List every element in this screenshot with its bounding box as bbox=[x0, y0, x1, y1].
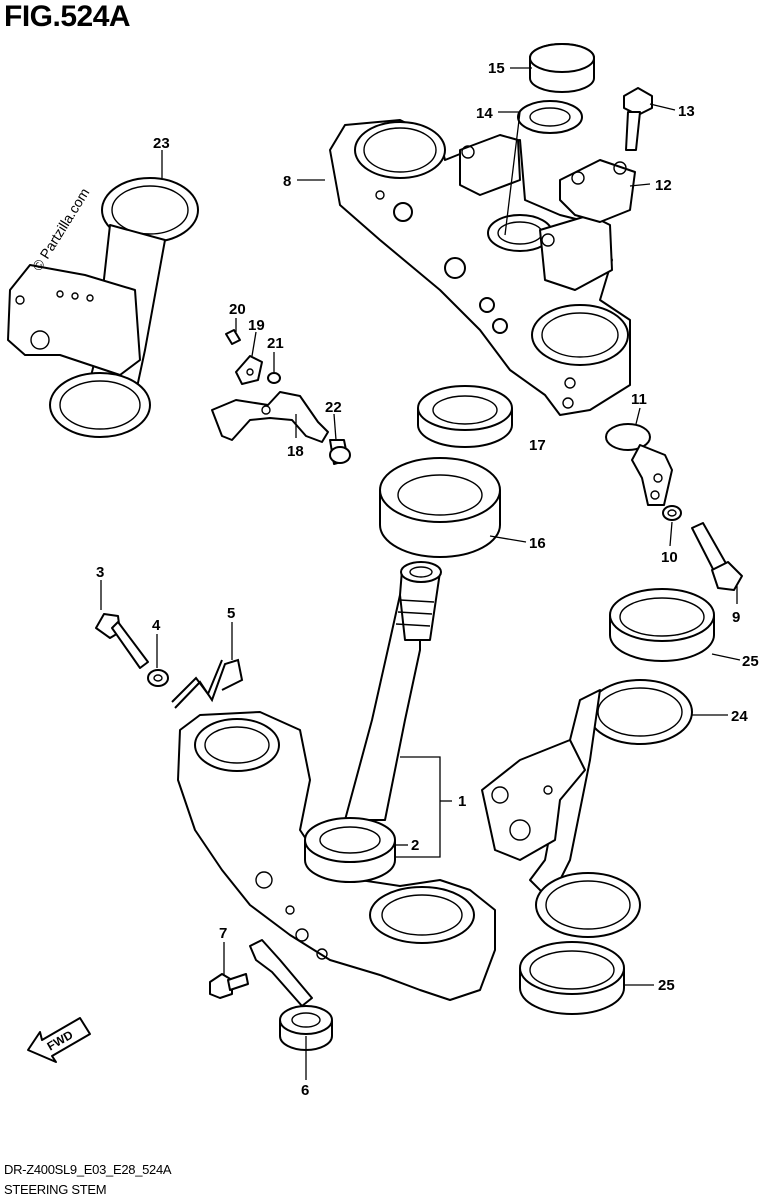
callout-11: 11 bbox=[631, 391, 647, 408]
figure-title: FIG.524A bbox=[4, 0, 131, 33]
part-19-plate[interactable] bbox=[235, 355, 263, 385]
callout-7: 7 bbox=[219, 925, 227, 942]
part-16-bearing[interactable] bbox=[379, 457, 501, 558]
part-25-ring-lower[interactable] bbox=[519, 941, 625, 1015]
callout-20: 20 bbox=[229, 301, 246, 318]
callout-21: 21 bbox=[267, 335, 284, 352]
part-17-nut[interactable] bbox=[417, 385, 513, 448]
callout-labels: 15 14 13 12 8 23 20 19 21 18 22 11 17 10… bbox=[96, 60, 759, 1099]
figure-code: DR-Z400SL9_E03_E28_524A bbox=[4, 1162, 172, 1177]
callout-4: 4 bbox=[152, 617, 161, 634]
watermark: © Partzilla.com bbox=[29, 185, 93, 273]
callout-25-lower: 25 bbox=[658, 977, 675, 994]
part-23-bracket[interactable] bbox=[7, 177, 199, 438]
callout-14: 14 bbox=[476, 105, 493, 122]
part-11-guide[interactable] bbox=[605, 423, 673, 506]
callout-25-upper: 25 bbox=[742, 653, 759, 670]
callout-16: 16 bbox=[529, 535, 546, 552]
part-5-clip[interactable] bbox=[171, 658, 244, 709]
callout-13: 13 bbox=[678, 103, 695, 120]
callout-3: 3 bbox=[96, 564, 104, 581]
part-4-washer[interactable] bbox=[147, 669, 169, 687]
callout-9: 9 bbox=[732, 609, 740, 626]
part-1-steering-stem[interactable] bbox=[177, 561, 496, 1001]
part-13-bolt[interactable] bbox=[623, 87, 653, 151]
part-24-bracket[interactable] bbox=[481, 679, 693, 938]
callout-24: 24 bbox=[731, 708, 748, 725]
part-7-bolt[interactable] bbox=[209, 973, 249, 999]
callout-10: 10 bbox=[661, 549, 678, 566]
callout-1: 1 bbox=[458, 793, 466, 810]
callout-23: 23 bbox=[153, 135, 170, 152]
part-22-cap[interactable] bbox=[329, 439, 351, 465]
callout-8: 8 bbox=[283, 173, 291, 190]
leader-lines bbox=[100, 67, 741, 1080]
callout-12: 12 bbox=[655, 177, 672, 194]
part-14-washer[interactable] bbox=[517, 100, 583, 134]
fwd-arrow-icon: FWD bbox=[27, 1017, 91, 1063]
callout-15: 15 bbox=[488, 60, 505, 77]
callout-22: 22 bbox=[325, 399, 342, 416]
part-6-grommet[interactable] bbox=[249, 939, 333, 1051]
part-25-ring-upper[interactable] bbox=[609, 588, 715, 662]
callout-19: 19 bbox=[248, 317, 265, 334]
part-21-washer[interactable] bbox=[267, 372, 281, 384]
part-15-cap[interactable] bbox=[529, 43, 595, 93]
part-18-switch[interactable] bbox=[211, 391, 329, 443]
callout-18: 18 bbox=[287, 443, 304, 460]
part-9-bolt[interactable] bbox=[691, 522, 743, 591]
part-3-bolt[interactable] bbox=[95, 613, 149, 669]
callout-5: 5 bbox=[227, 605, 235, 622]
part-12-holder[interactable] bbox=[559, 159, 636, 223]
figure-subtitle: STEERING STEM bbox=[4, 1182, 107, 1197]
part-20-screw[interactable] bbox=[225, 329, 241, 345]
part-8-upper-bracket[interactable] bbox=[329, 119, 631, 416]
callout-6: 6 bbox=[301, 1082, 309, 1099]
callout-2: 2 bbox=[411, 837, 419, 854]
part-10-washer[interactable] bbox=[662, 505, 682, 521]
callout-17: 17 bbox=[529, 437, 546, 454]
part-2-bearing[interactable] bbox=[304, 817, 396, 883]
